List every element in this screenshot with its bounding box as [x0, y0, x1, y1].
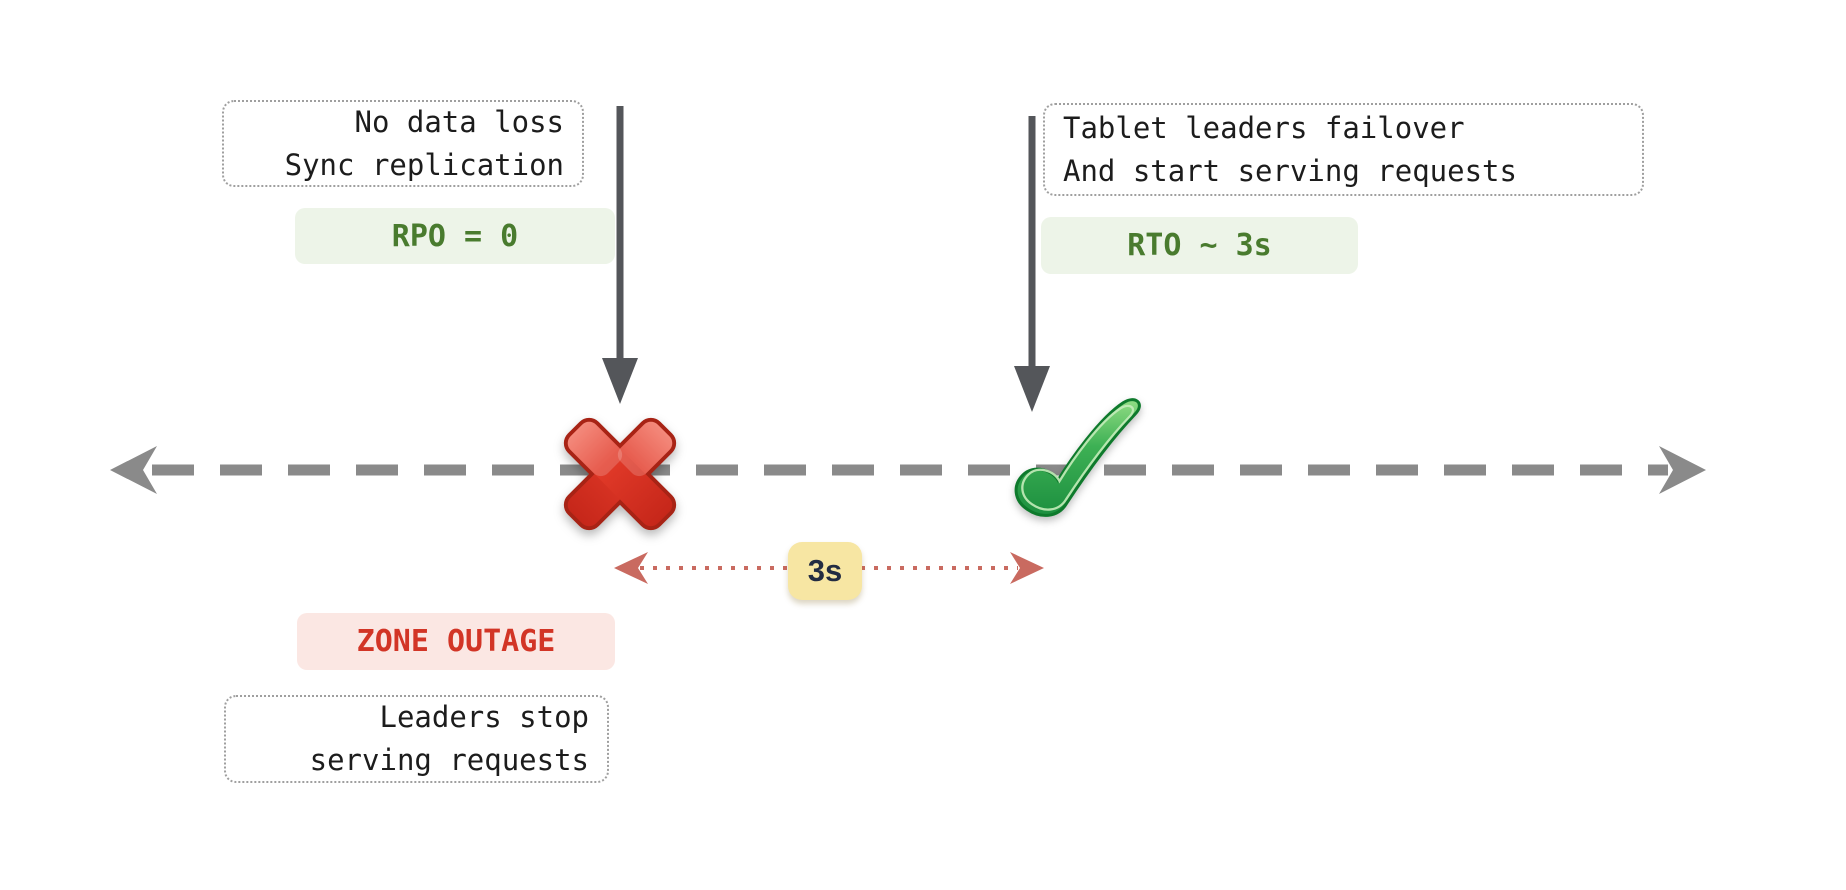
duration-badge: 3s: [788, 542, 862, 600]
zone-outage-badge: ZONE OUTAGE: [297, 613, 615, 670]
note-line: And start serving requests: [1063, 153, 1517, 188]
duration-arrow-icon: [614, 552, 1044, 584]
note-line: Sync replication: [284, 147, 564, 182]
note-line: Leaders stop: [379, 700, 589, 734]
rpo-badge: RPO = 0: [295, 208, 615, 264]
rto-badge-label: RTO ~ 3s: [1127, 228, 1272, 263]
duration-badge-label: 3s: [807, 553, 843, 588]
timeline-arrow-icon: [110, 446, 1706, 494]
sync-replication-note: No data loss Sync replication: [222, 100, 584, 187]
rto-badge: RTO ~ 3s: [1041, 217, 1358, 274]
note-line: serving requests: [309, 743, 589, 777]
recovery-down-arrow-icon: [1014, 116, 1050, 412]
leaders-stop-note: Leaders stop serving requests: [224, 695, 609, 783]
cross-mark-icon: [563, 417, 677, 531]
note-line: No data loss: [354, 104, 564, 139]
rpo-badge-label: RPO = 0: [391, 218, 519, 254]
check-mark-icon: [1014, 398, 1141, 517]
tablet-failover-note: Tablet leaders failover And start servin…: [1043, 103, 1644, 196]
outage-down-arrow-icon: [602, 106, 638, 404]
zone-outage-label: ZONE OUTAGE: [356, 624, 556, 659]
note-line: Tablet leaders failover: [1063, 110, 1465, 145]
